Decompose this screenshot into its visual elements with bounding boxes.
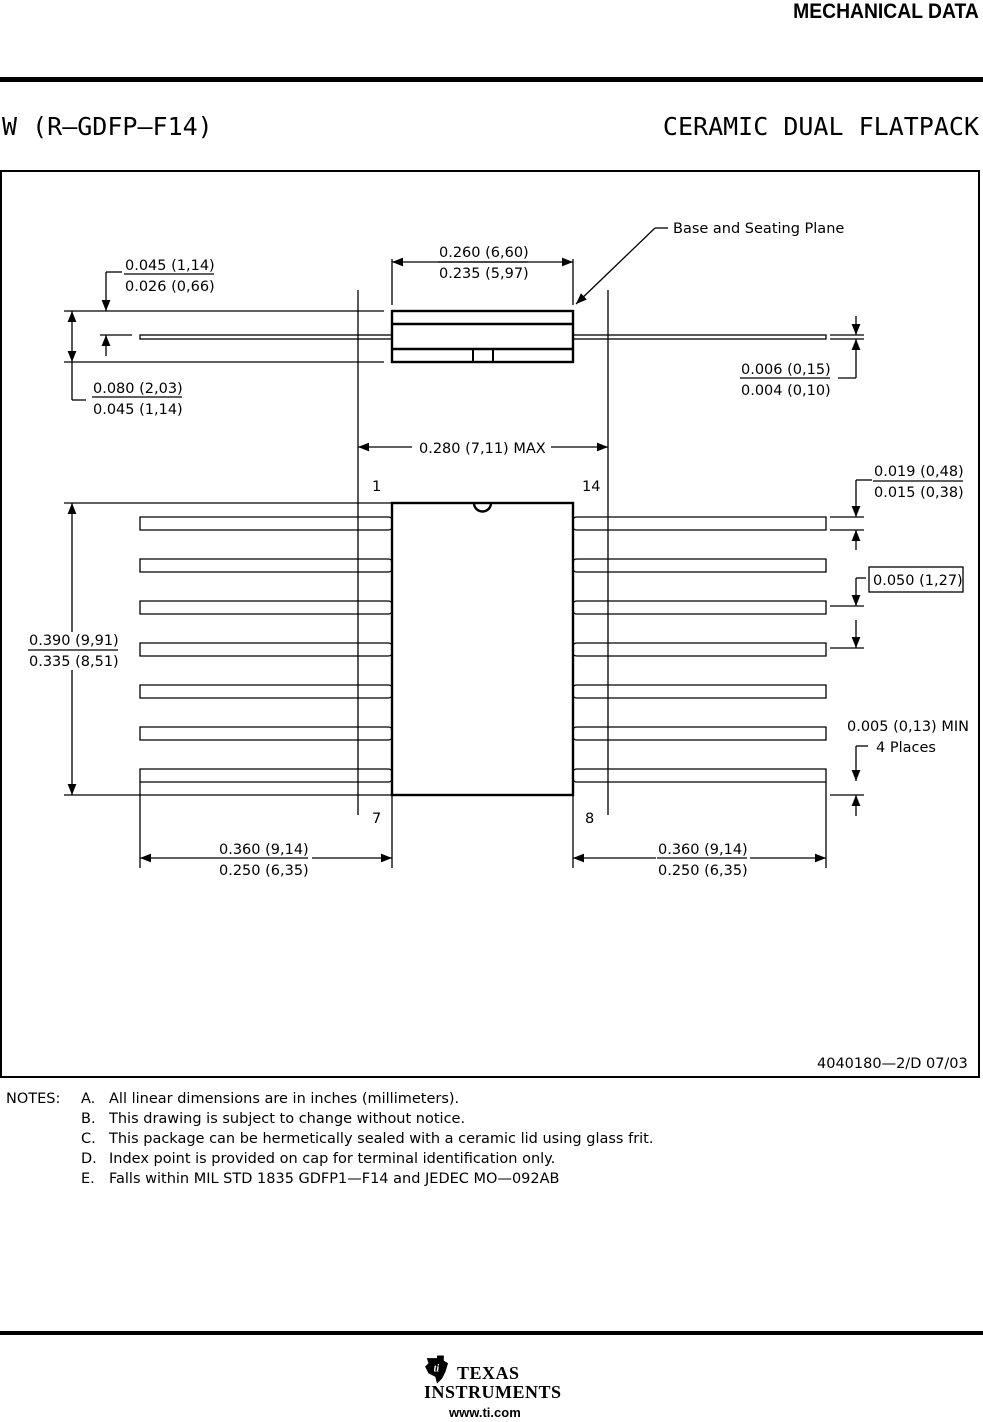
- note-item: E.Falls within MIL STD 1835 GDFP1—F14 an…: [81, 1171, 560, 1187]
- body-length-max: 0.260 (6,60): [439, 245, 529, 261]
- note-item: D.Index point is provided on cap for ter…: [81, 1151, 556, 1167]
- lead-left: [139, 600, 393, 615]
- lead-right: [572, 558, 827, 573]
- lead-length-right-min: 0.250 (6,35): [658, 863, 748, 879]
- height-min: 0.045 (1,14): [93, 402, 183, 418]
- lead-thickness-max: 0.006 (0,15): [741, 362, 831, 378]
- lead-offset-min: 0.026 (0,66): [125, 279, 215, 295]
- drawing-frame: [0, 170, 980, 1078]
- top-rule: [0, 77, 983, 82]
- lead-left: [139, 516, 393, 531]
- package-name: CERAMIC DUAL FLATPACK: [662, 112, 979, 141]
- drawing-number: 4040180—2/D 07/03: [817, 1056, 968, 1072]
- pin-1-label: 1: [372, 479, 381, 495]
- lead-left: [139, 642, 393, 657]
- section-title: MECHANICAL DATA: [793, 0, 979, 23]
- height-max: 0.080 (2,03): [93, 381, 183, 397]
- pin-8-label: 8: [585, 811, 594, 827]
- lead-left: [139, 768, 393, 783]
- brand-texas: TEXAS: [457, 1363, 520, 1383]
- svg-text:ti: ti: [434, 1364, 440, 1375]
- lead-right: [572, 642, 827, 657]
- top-view: [390, 501, 575, 797]
- lead-right: [572, 684, 827, 699]
- ti-logo-icon: ti: [425, 1355, 449, 1384]
- lead-offset-max: 0.045 (1,14): [125, 258, 215, 274]
- lead-length-left-min: 0.250 (6,35): [219, 863, 309, 879]
- body-width-max: 0.390 (9,91): [29, 633, 119, 649]
- lead-left: [139, 726, 393, 741]
- lead-left: [139, 558, 393, 573]
- lead-right: [572, 726, 827, 741]
- lead-thickness-min: 0.004 (0,10): [741, 383, 831, 399]
- body-width-min: 0.335 (8,51): [29, 654, 119, 670]
- note-item: C.This package can be hermetically seale…: [81, 1131, 654, 1147]
- bottom-rule: [0, 1331, 983, 1335]
- base-plane-callout: Base and Seating Plane: [673, 221, 844, 237]
- max-width-label: 0.280 (7,11) MAX: [419, 441, 546, 457]
- lead-length-left-max: 0.360 (9,14): [219, 842, 309, 858]
- package-code: W (R—GDFP—F14): [2, 112, 213, 141]
- lead-group: [139, 516, 827, 783]
- min-spacing-places: 4 Places: [876, 740, 936, 756]
- notes-label: NOTES:: [6, 1091, 61, 1107]
- note-item: A.All linear dimensions are in inches (m…: [81, 1091, 460, 1107]
- body-length-min: 0.235 (5,97): [439, 266, 529, 282]
- footer-url: www.ti.com: [449, 1405, 521, 1420]
- lead-right: [572, 516, 827, 531]
- pitch-label: 0.050 (1,27): [873, 573, 963, 589]
- pin-14-label: 14: [582, 479, 600, 495]
- lead-width-min: 0.015 (0,38): [874, 485, 964, 501]
- brand-instruments: INSTRUMENTS: [424, 1382, 562, 1402]
- lead-length-right-max: 0.360 (9,14): [658, 842, 748, 858]
- lead-right: [572, 600, 827, 615]
- lead-right: [572, 768, 827, 783]
- min-spacing-label: 0.005 (0,13) MIN: [847, 719, 969, 735]
- lead-width-max: 0.019 (0,48): [874, 464, 964, 480]
- side-view: [64, 227, 864, 401]
- pin-7-label: 7: [372, 811, 381, 827]
- lead-left: [139, 684, 393, 699]
- note-item: B.This drawing is subject to change with…: [81, 1111, 466, 1127]
